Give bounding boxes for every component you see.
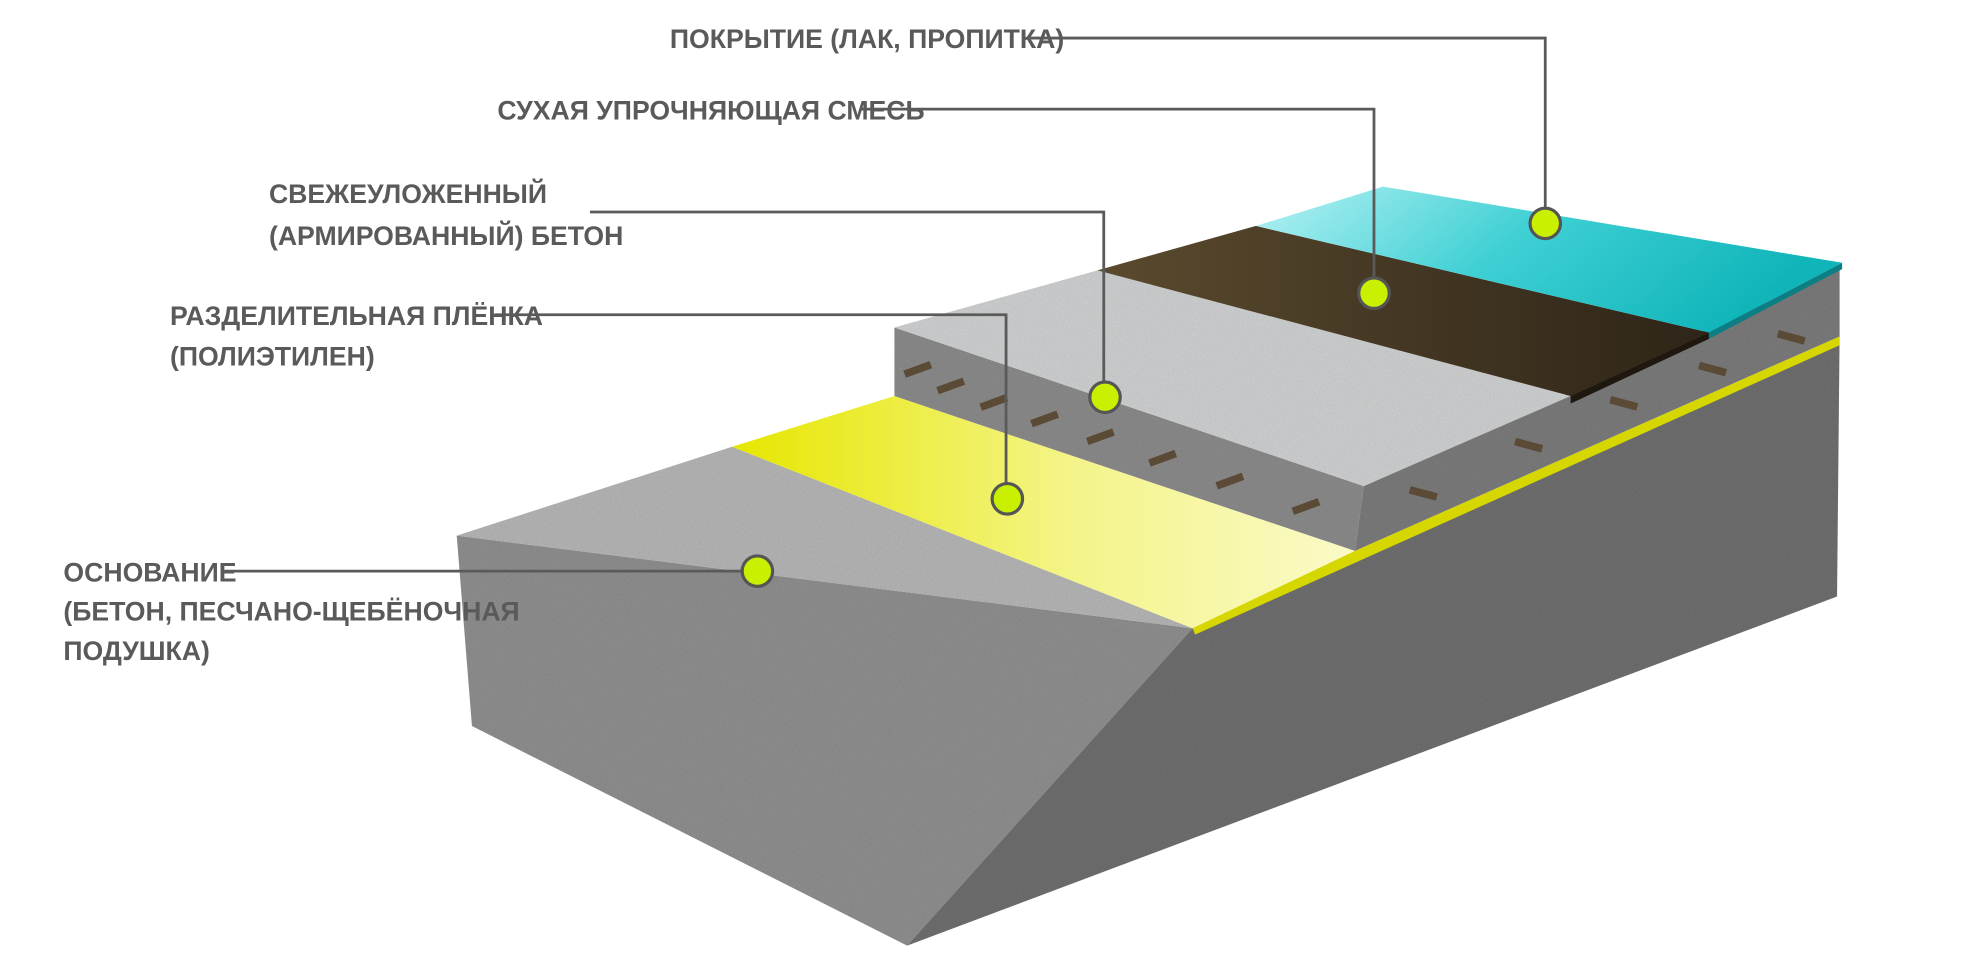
rebar-ends	[903, 330, 1806, 515]
label-fresh-concrete-line2: (АРМИРОВАННЫЙ) БЕТОН	[269, 221, 623, 251]
label-separation-film-line2: (ПОЛИЭТИЛЕН)	[170, 342, 375, 372]
label-base-line2: (БЕТОН, ПЕСЧАНО-ЩЕБЁНОЧНАЯ	[63, 597, 519, 627]
coating-layer	[1255, 186, 1843, 339]
label-separation-film-line1: РАЗДЕЛИТЕЛЬНАЯ ПЛЁНКА	[170, 301, 543, 331]
label-coating: ПОКРЫТИЕ (ЛАК, ПРОПИТКА)	[670, 24, 1064, 54]
markers	[740, 206, 1563, 588]
marker-coating	[1528, 206, 1563, 241]
marker-separation-film	[990, 481, 1025, 516]
dry-mix-layer	[1097, 225, 1709, 404]
label-base-line1: ОСНОВАНИЕ	[63, 557, 236, 587]
separation-film-layer	[732, 336, 1840, 635]
marker-dry-mix	[1357, 276, 1391, 311]
label-dry-mix: СУХАЯ УПРОЧНЯЮЩАЯ СМЕСЬ	[497, 95, 924, 125]
marker-base	[740, 554, 775, 588]
label-base-line3: ПОДУШКА)	[63, 636, 209, 666]
label-fresh-concrete-line1: СВЕЖЕУЛОЖЕННЫЙ	[269, 179, 547, 209]
leader-lines	[224, 36, 1547, 573]
marker-fresh-concrete	[1088, 380, 1122, 415]
base-layer	[456, 336, 1840, 946]
fresh-concrete-layer	[894, 269, 1840, 551]
